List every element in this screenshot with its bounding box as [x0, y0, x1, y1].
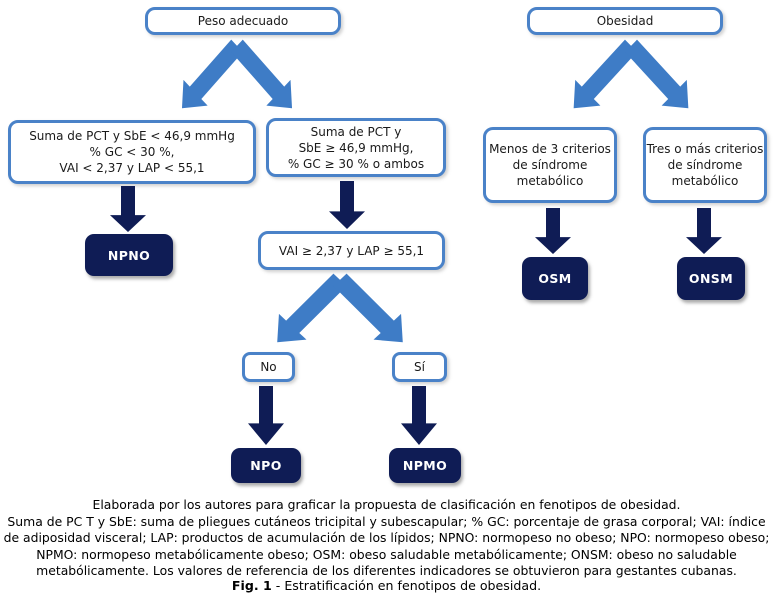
node-npmo: NPMO — [389, 448, 461, 483]
caption-line-4: NPMO: normopeso metabólicamente obeso; O… — [36, 546, 737, 562]
menos-criterios-line1: Menos de 3 criterios — [489, 142, 611, 156]
caption-line-2: Suma de PC T y SbE: suma de pliegues cut… — [7, 513, 766, 529]
node-no-label: No — [260, 360, 277, 374]
node-tres-criterios: Tres o más criterios de síndrome metaból… — [643, 127, 767, 203]
node-npno-label: NPNO — [107, 247, 151, 263]
criteria-mid-line3: % GC ≥ 30 % o ambos — [287, 156, 425, 171]
down-arrow-to-vai-icon — [327, 181, 367, 229]
split-arrow-obesidad-icon — [557, 38, 705, 116]
tres-criterios-line2: de síndrome — [667, 158, 743, 172]
node-si: Sí — [392, 352, 447, 382]
node-no: No — [242, 352, 295, 382]
vai-condition-label: VAI ≥ 2,37 y LAP ≥ 55,1 — [278, 243, 425, 258]
node-npmo-label: NPMO — [402, 458, 448, 473]
down-arrow-to-osm-icon — [533, 208, 573, 254]
tres-criterios-line3: metabólico — [671, 174, 739, 188]
criteria-mid-line2: SbE ≥ 46,9 mmHg, — [298, 140, 414, 155]
down-arrow-to-npo-icon — [246, 386, 286, 445]
figure-number: Fig. 1 — [231, 578, 272, 593]
node-vai-condition: VAI ≥ 2,37 y LAP ≥ 55,1 — [258, 231, 445, 270]
node-npno: NPNO — [85, 234, 173, 276]
figure-title: - Estratificación en fenotipos de obesid… — [271, 578, 542, 593]
figure-caption: Elaborada por los autores para graficar … — [0, 497, 773, 580]
node-npo: NPO — [231, 448, 301, 483]
node-criteria-normopeso-obeso: Suma de PCT y SbE ≥ 46,9 mmHg, % GC ≥ 30… — [266, 118, 446, 177]
node-si-label: Sí — [414, 360, 425, 374]
criteria-left-line3: VAI < 2,37 y LAP < 55,1 — [59, 161, 205, 175]
menos-criterios-line2: de síndrome — [512, 158, 588, 172]
node-osm: OSM — [522, 257, 588, 300]
node-peso-adecuado-label: Peso adecuado — [197, 14, 289, 28]
node-peso-adecuado: Peso adecuado — [145, 7, 341, 35]
criteria-left-line2: % GC < 30 %, — [89, 145, 175, 159]
node-onsm-label: ONSM — [688, 271, 734, 286]
tres-criterios-line1: Tres o más criterios — [646, 142, 764, 156]
node-onsm: ONSM — [677, 257, 745, 300]
down-arrow-to-npno-icon — [108, 186, 148, 232]
node-npo-label: NPO — [250, 458, 282, 473]
down-arrow-to-onsm-icon — [684, 208, 724, 254]
node-menos-criterios: Menos de 3 criterios de síndrome metaból… — [483, 127, 617, 203]
split-arrow-peso-icon — [166, 38, 308, 116]
down-arrow-to-npmo-icon — [399, 386, 439, 445]
caption-line-3: de adiposidad visceral; LAP: productos d… — [3, 530, 770, 545]
node-obesidad: Obesidad — [527, 7, 723, 35]
node-osm-label: OSM — [538, 271, 572, 286]
figure-number-line: Fig. 1 - Estratificación en fenotipos de… — [0, 578, 773, 593]
caption-line-5: metabólicamente. Los valores de referenc… — [36, 563, 737, 578]
node-obesidad-label: Obesidad — [596, 14, 654, 28]
criteria-mid-line1: Suma de PCT y — [310, 124, 402, 139]
criteria-left-line1: Suma de PCT y SbE < 46,9 mmHg — [29, 129, 235, 143]
caption-line-1: Elaborada por los autores para graficar … — [92, 497, 681, 512]
menos-criterios-line3: metabólico — [516, 174, 584, 188]
split-arrow-vai-icon — [259, 272, 421, 350]
node-criteria-normopeso-no-obeso: Suma de PCT y SbE < 46,9 mmHg % GC < 30 … — [8, 120, 256, 184]
